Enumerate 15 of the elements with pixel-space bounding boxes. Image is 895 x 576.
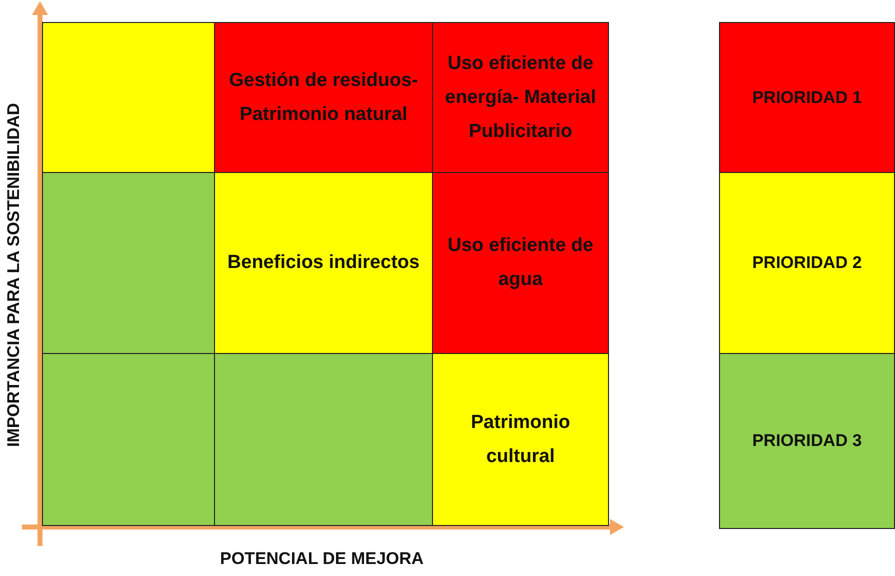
legend-label: PRIORIDAD 1 — [752, 88, 862, 108]
cell-label: Uso eficiente de agua — [446, 234, 594, 292]
legend-label: PRIORIDAD 3 — [752, 431, 862, 451]
matrix-cell — [432, 22, 609, 173]
cell-label: Uso eficiente de energía- Material Publicitario — [444, 52, 597, 144]
axis-label: IMPORTANCIA PARA LA SOSTENIBILIDAD — [4, 102, 24, 448]
cell-label: Patrimonio cultural — [470, 410, 572, 468]
matrix-cell — [432, 353, 609, 526]
axis-label: POTENCIAL DE MEJORA — [220, 549, 424, 569]
matrix-cell — [432, 172, 609, 354]
cell-label: Beneficios indirectos — [226, 251, 421, 275]
matrix-cell — [214, 172, 433, 354]
legend-label: PRIORIDAD 2 — [752, 253, 862, 273]
matrix-cell — [214, 22, 433, 173]
cell-label: Gestión de residuos- Patrimonio natural — [228, 68, 419, 126]
